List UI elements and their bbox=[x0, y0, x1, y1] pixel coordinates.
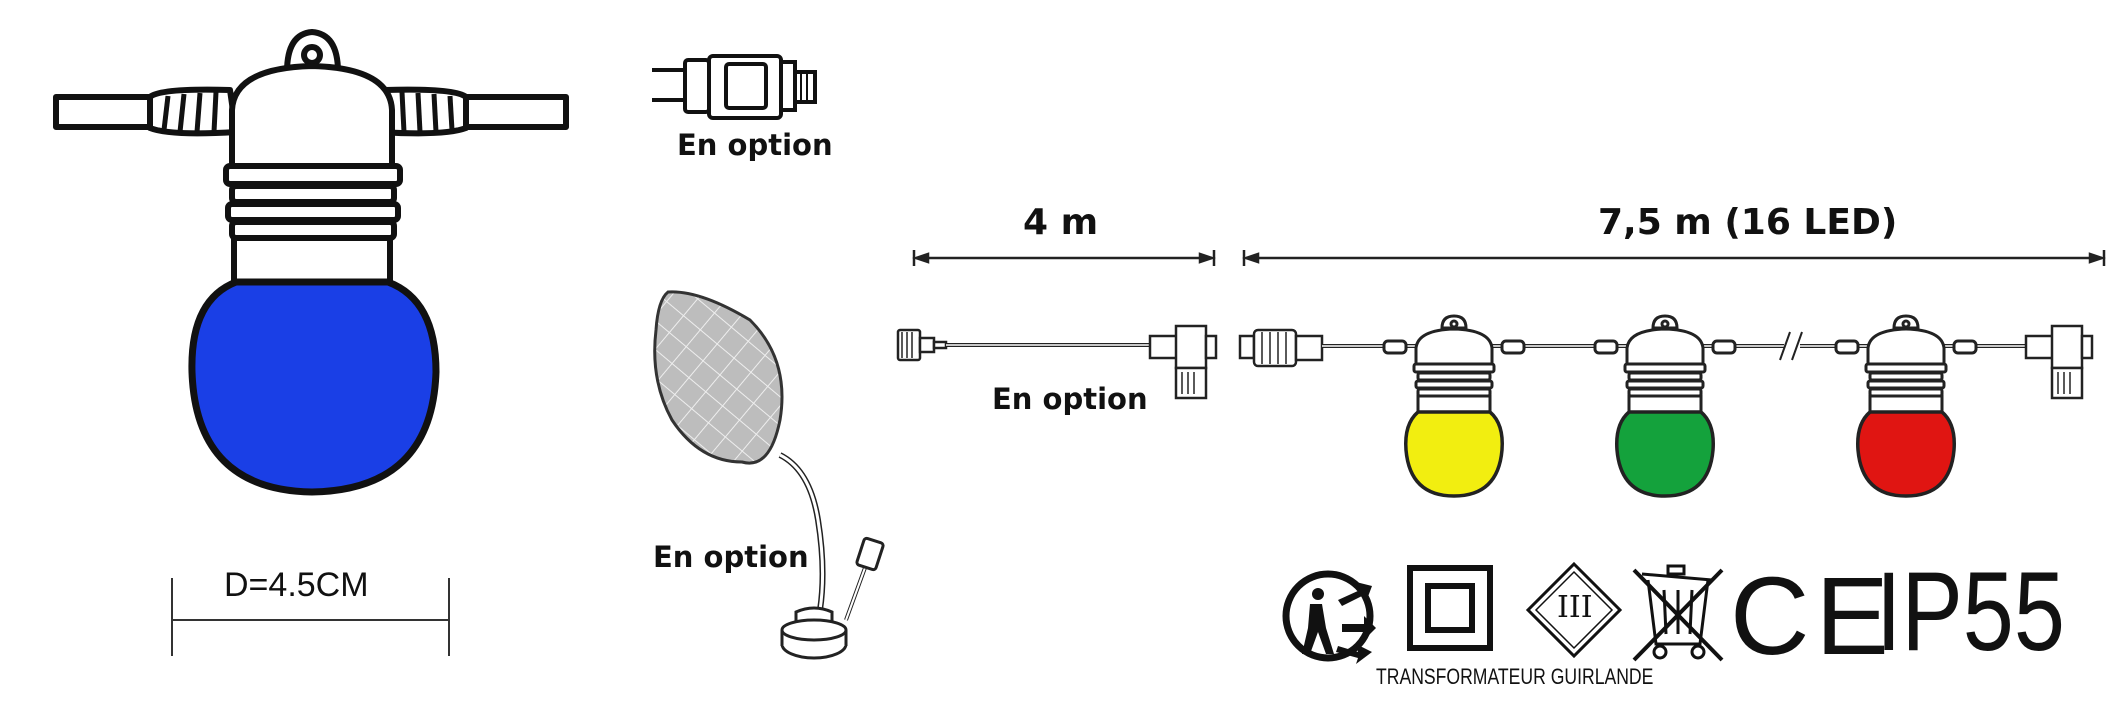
extension-option-label: En option bbox=[992, 382, 1148, 416]
diameter-label: D=4.5CM bbox=[224, 566, 369, 604]
string-length-label: 7,5 m (16 LED) bbox=[1598, 202, 1898, 243]
solar-option-label: En option bbox=[653, 540, 809, 574]
extension-length-label: 4 m bbox=[1023, 202, 1099, 243]
large-bulb-illustration bbox=[53, 29, 569, 496]
plug-option-label: En option bbox=[677, 128, 833, 162]
yellow-bulb bbox=[1382, 314, 1526, 498]
ce-mark: CE bbox=[1730, 555, 1895, 678]
transformer-caption: TRANSFORMATEUR GUIRLANDE bbox=[1376, 664, 1654, 689]
red-bulb bbox=[1834, 314, 1978, 498]
green-bulb bbox=[1593, 314, 1737, 498]
class-three-label: III bbox=[1557, 590, 1593, 625]
ip-rating-label: IP55 bbox=[1876, 549, 2065, 674]
